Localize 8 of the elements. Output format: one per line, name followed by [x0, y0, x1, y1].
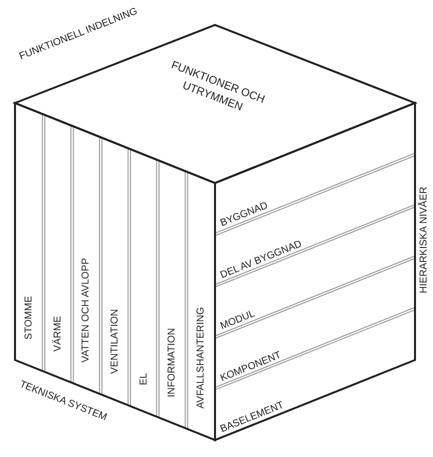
strip-text: STOMME: [24, 296, 35, 340]
strip-text: VATTEN OCH AVLOPP: [80, 258, 92, 363]
axis-label: HIERARKISKA NIVÅER: [418, 186, 430, 294]
strip-text: VENTILATION: [109, 309, 120, 374]
strip-text: AVFALLSHANTERING: [195, 307, 206, 409]
strip-text: EL: [138, 373, 150, 386]
strip-text: INFORMATION: [166, 328, 178, 398]
strip-text: VÄRME: [52, 316, 64, 352]
